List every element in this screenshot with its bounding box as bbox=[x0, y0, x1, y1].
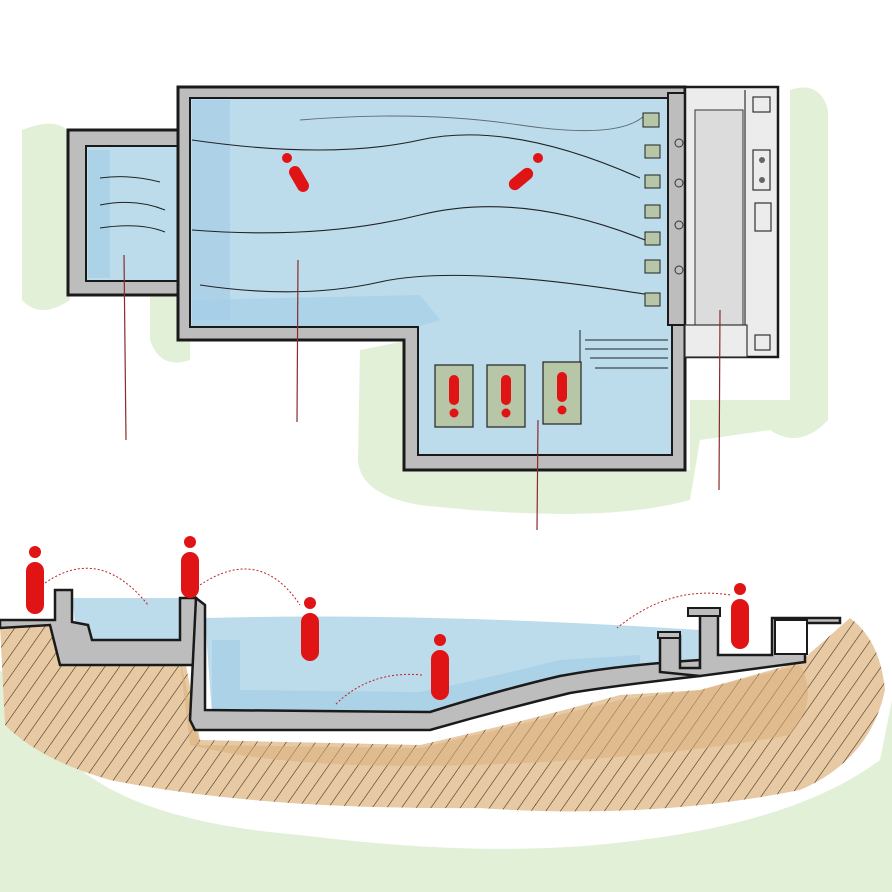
movement-arc bbox=[616, 592, 731, 629]
swimmer-icon bbox=[508, 153, 543, 191]
leader-line bbox=[536, 419, 539, 531]
leader-line bbox=[123, 254, 127, 441]
section-people bbox=[26, 536, 749, 700]
soil-tint bbox=[180, 660, 808, 766]
deck-locker bbox=[752, 96, 771, 113]
section-arcs bbox=[44, 567, 731, 706]
step-block bbox=[644, 144, 661, 159]
lawn-wash-plan-bottom bbox=[358, 87, 828, 514]
main-pool-shadow bbox=[192, 100, 230, 320]
person-icon bbox=[181, 536, 199, 598]
deck-footer bbox=[684, 324, 748, 358]
section-water-main bbox=[205, 616, 700, 715]
lawn-wash-section bbox=[0, 670, 892, 892]
section-bench bbox=[774, 619, 808, 655]
person-icon bbox=[301, 597, 319, 661]
lounger-icon bbox=[449, 375, 459, 418]
spa-pool-ripple-2 bbox=[99, 201, 166, 211]
section-wall-spa bbox=[0, 588, 198, 667]
step-block bbox=[644, 204, 661, 219]
step-block bbox=[644, 292, 661, 307]
person-icon bbox=[431, 634, 449, 700]
step-block bbox=[644, 259, 661, 274]
pool-deck bbox=[667, 85, 780, 359]
lawn-wash-plan-left bbox=[22, 123, 70, 310]
step-block bbox=[642, 112, 660, 128]
pool-step-blocks bbox=[642, 112, 661, 307]
leader-line bbox=[718, 309, 721, 491]
soil-hatch bbox=[0, 618, 885, 812]
deck-fixture bbox=[759, 157, 765, 163]
main-pool-ripple-2 bbox=[191, 206, 646, 241]
person-icon bbox=[731, 583, 749, 649]
shelf-post bbox=[657, 631, 681, 639]
plan-leader-lines bbox=[123, 254, 721, 531]
section-water-deep bbox=[212, 640, 640, 715]
spa-pool-shadow bbox=[88, 150, 110, 278]
main-pool-ripple-1 bbox=[191, 134, 641, 179]
deck-bench bbox=[754, 202, 772, 232]
leader-line bbox=[296, 259, 299, 423]
person-icon bbox=[26, 546, 44, 614]
spa-pool-ripple-3 bbox=[99, 225, 166, 233]
gutter-drains bbox=[674, 138, 684, 275]
deck-inner bbox=[694, 109, 744, 326]
main-pool-water bbox=[189, 97, 673, 456]
lounger-icon bbox=[557, 372, 567, 415]
deck-locker bbox=[752, 149, 771, 191]
main-pool-shadow-bottom bbox=[192, 295, 440, 326]
step-block bbox=[644, 231, 661, 246]
movement-arc bbox=[44, 567, 149, 606]
section-water bbox=[72, 598, 180, 645]
spa-pool-ripple-1 bbox=[99, 176, 161, 183]
lounger-icon bbox=[501, 375, 511, 418]
plan-people bbox=[282, 153, 567, 418]
main-pool-ripple-4 bbox=[299, 114, 646, 132]
movement-arc bbox=[334, 673, 423, 706]
shelf-post bbox=[687, 607, 721, 617]
section-view bbox=[0, 536, 892, 892]
main-pool-ripple-3 bbox=[199, 274, 651, 296]
swimmer-icon bbox=[282, 153, 309, 192]
plan-view bbox=[22, 85, 828, 531]
deck-fixture bbox=[759, 177, 765, 183]
deck-locker bbox=[754, 334, 771, 351]
step-block bbox=[644, 174, 661, 189]
movement-arc bbox=[199, 568, 301, 606]
